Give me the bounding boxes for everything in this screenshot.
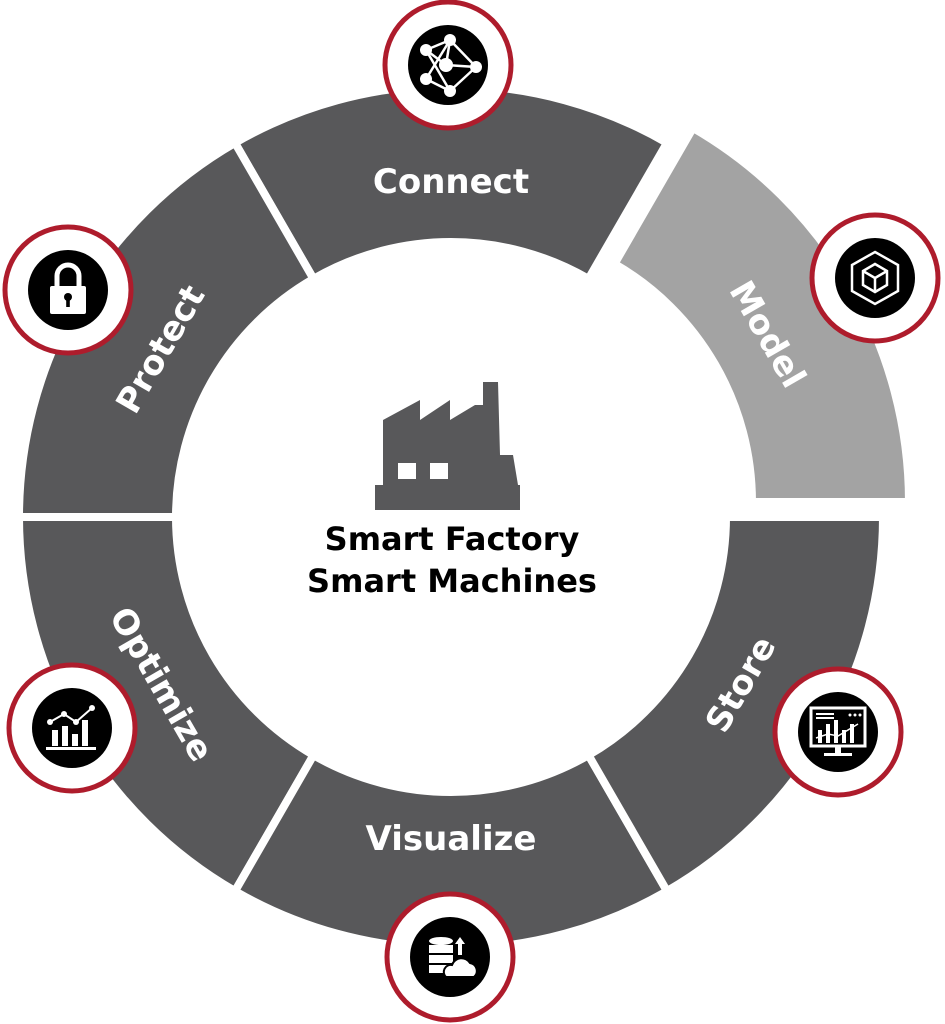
database-cloud-icon bbox=[410, 917, 490, 997]
segment-visualize bbox=[229, 749, 673, 953]
center-factory-icon bbox=[375, 382, 520, 510]
center-title-line2: Smart Machines bbox=[307, 562, 597, 600]
model-badge bbox=[809, 212, 941, 344]
visualize-badge bbox=[772, 666, 904, 798]
optimize-badge bbox=[6, 662, 138, 794]
padlock-icon bbox=[28, 250, 108, 330]
segment-optimize bbox=[14, 513, 319, 897]
center-title-line1: Smart Factory bbox=[325, 520, 580, 558]
segment-label-visualize: Visualize bbox=[366, 819, 537, 859]
network-nodes-icon bbox=[408, 25, 488, 105]
cube-model-icon bbox=[835, 238, 915, 318]
protect-badge bbox=[2, 224, 134, 356]
connect-badge bbox=[382, 0, 514, 131]
store-badge bbox=[384, 891, 516, 1023]
segment-protect bbox=[14, 137, 319, 521]
bar-chart-trend-icon bbox=[32, 688, 112, 768]
segment-label-connect: Connect bbox=[373, 162, 529, 202]
segment-model bbox=[609, 122, 913, 506]
monitor-dashboard-icon bbox=[798, 692, 878, 772]
segment-store bbox=[583, 513, 888, 897]
segment-connect bbox=[229, 81, 673, 285]
